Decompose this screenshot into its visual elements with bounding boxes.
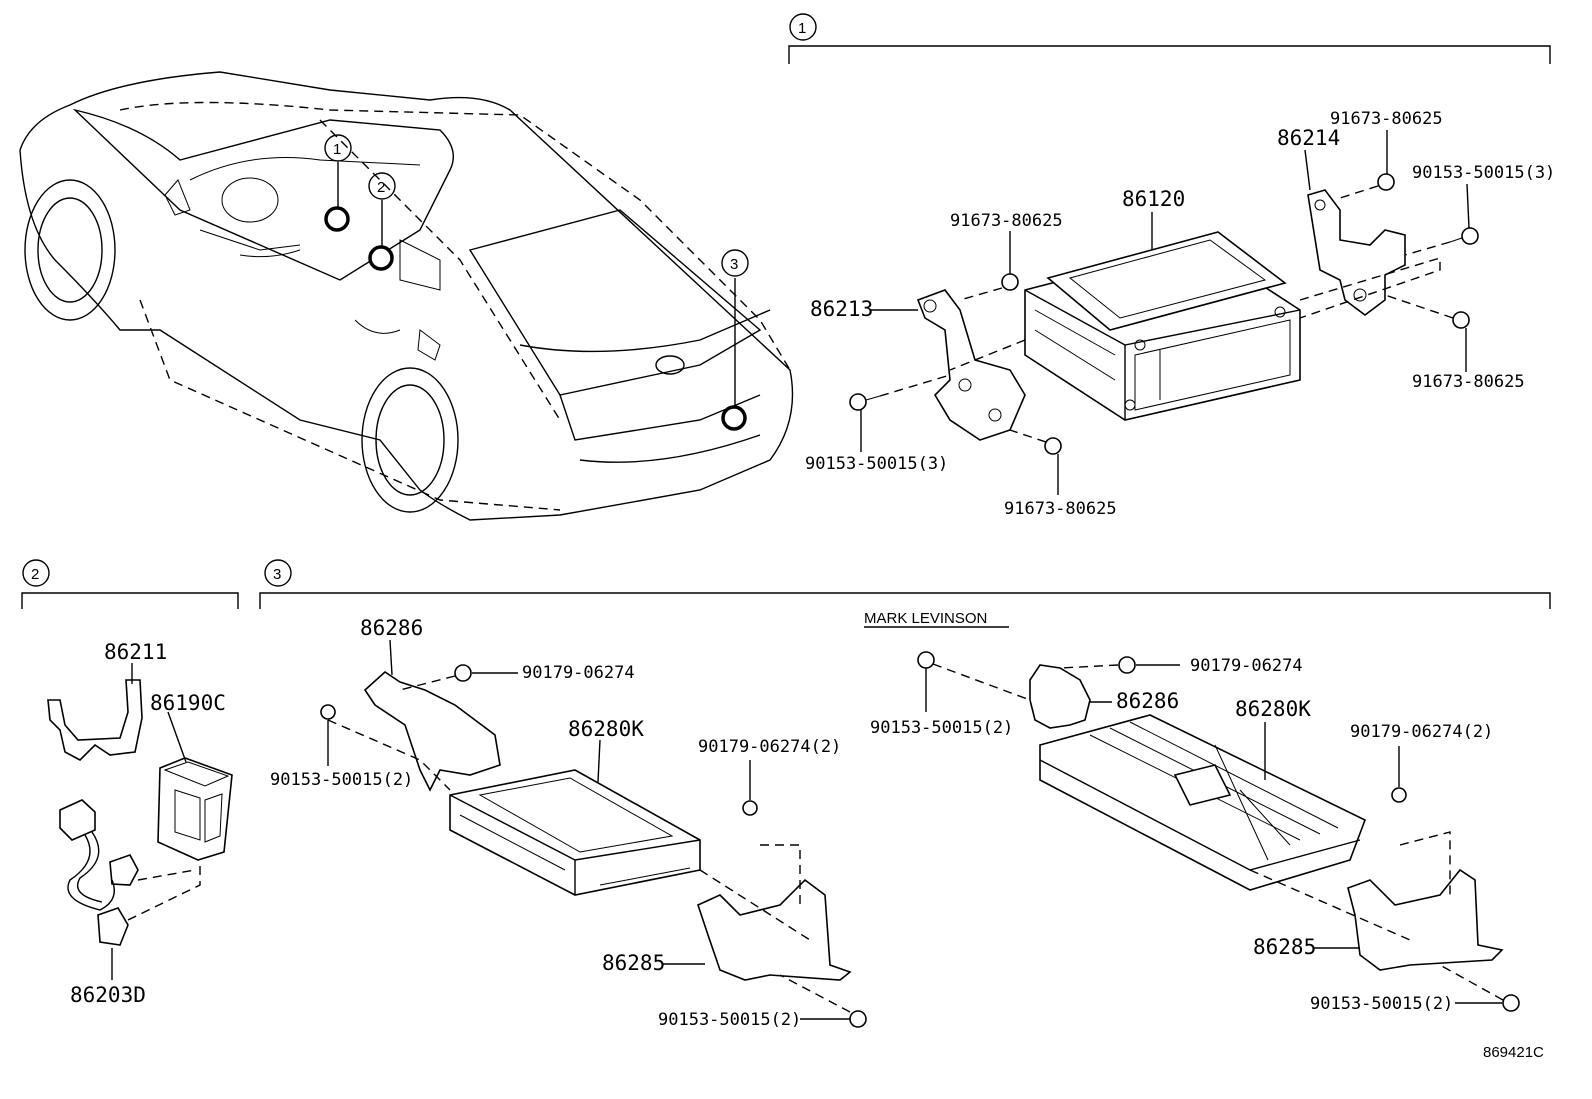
label-90179-06274-mark-levinson: 90179-06274 xyxy=(1190,656,1303,676)
label-90179-06274-2-mark-levinson: 90179-06274(2) xyxy=(1350,722,1493,742)
bracket-86213 xyxy=(916,289,1026,441)
fastener-90153-b xyxy=(1404,227,1479,256)
label-90153-50015-3-left: 90153-50015(3) xyxy=(805,454,948,474)
fastener-91673-d xyxy=(1009,429,1062,455)
location-marker-3: 3 xyxy=(721,249,749,431)
section-2: 2 86211 86190C 86203D xyxy=(21,559,239,1007)
bracket-86211 xyxy=(47,679,143,761)
label-86285-mark-levinson: 86285 xyxy=(1253,935,1316,959)
fastener-91673-b xyxy=(1339,173,1395,199)
label-86213: 86213 xyxy=(810,297,873,321)
fastener-91673-c xyxy=(1384,294,1470,329)
label-86190c: 86190C xyxy=(150,691,226,715)
bracket-86285-standard xyxy=(697,878,852,981)
label-90179-06274-2-standard: 90179-06274(2) xyxy=(698,737,841,757)
section-3: 3 MARK LEVINSON xyxy=(259,559,1551,1030)
section-1-callout: 1 xyxy=(798,20,806,37)
fastener-90153-a xyxy=(849,374,951,411)
section-2-callout: 2 xyxy=(31,566,39,583)
label-90153-50015-3-right: 90153-50015(3) xyxy=(1412,163,1555,183)
label-86280k-mark-levinson: 86280K xyxy=(1235,697,1311,721)
label-86214: 86214 xyxy=(1277,126,1340,150)
fastener-91673-a xyxy=(959,273,1019,301)
label-86286-mark-levinson: 86286 xyxy=(1116,689,1179,713)
head-unit-86120 xyxy=(1024,231,1301,421)
location-marker-1: 1 xyxy=(324,134,352,232)
label-90153-50015-2-standard-bottom: 90153-50015(2) xyxy=(658,1010,801,1030)
marker-1-number: 1 xyxy=(333,141,341,158)
label-90153-50015-2-mark-levinson-bottom: 90153-50015(2) xyxy=(1310,994,1453,1014)
location-marker-2: 2 xyxy=(368,172,396,271)
section-1: 1 xyxy=(788,13,1555,519)
label-90179-06274-standard: 90179-06274 xyxy=(522,663,635,683)
label-91673-80625-bottom: 91673-80625 xyxy=(1004,499,1117,519)
bracket-86286-mark-levinson xyxy=(1029,664,1091,729)
label-86286-standard: 86286 xyxy=(360,616,423,640)
amplifier-86280k-mark-levinson xyxy=(1039,714,1367,891)
label-86285-standard: 86285 xyxy=(602,951,665,975)
label-91673-80625-right: 91673-80625 xyxy=(1412,372,1525,392)
label-86120: 86120 xyxy=(1122,187,1185,211)
section-3-callout: 3 xyxy=(273,566,281,583)
bracket-86214 xyxy=(1307,189,1406,316)
vehicle-illustration: 1 2 3 xyxy=(19,71,794,521)
mark-levinson-caption: MARK LEVINSON xyxy=(864,610,987,627)
marker-2-number: 2 xyxy=(377,179,385,196)
amplifier-86280k-standard xyxy=(449,769,701,896)
label-91673-80625-top: 91673-80625 xyxy=(1330,109,1443,129)
figure-id: 869421C xyxy=(1483,1044,1544,1061)
label-90153-50015-2-mark-levinson-top: 90153-50015(2) xyxy=(870,718,1013,738)
harness-86203d xyxy=(59,799,201,946)
bracket-86285-mark-levinson xyxy=(1347,868,1504,971)
label-90153-50015-2-standard-top: 90153-50015(2) xyxy=(270,770,413,790)
marker-3-number: 3 xyxy=(730,256,738,273)
bracket-86286-standard xyxy=(363,670,501,792)
label-86280k-standard: 86280K xyxy=(568,717,644,741)
label-91673-80625-left: 91673-80625 xyxy=(950,211,1063,231)
switch-86190c xyxy=(157,757,233,861)
label-86211: 86211 xyxy=(104,640,167,664)
label-86203d: 86203D xyxy=(70,983,146,1007)
